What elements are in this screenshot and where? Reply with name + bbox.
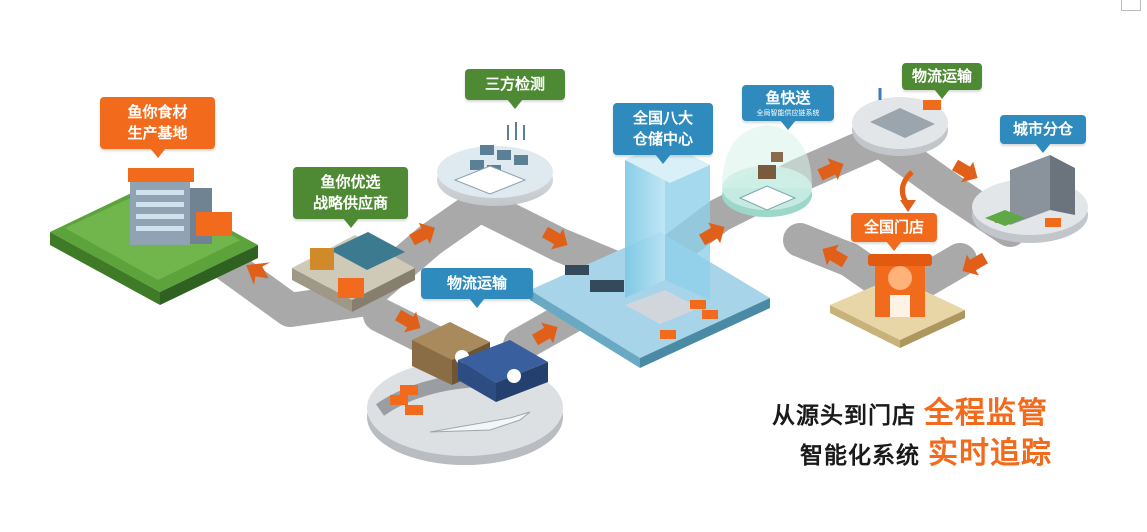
inspection-text: 三方检测 bbox=[484, 75, 545, 93]
logistics-label-1: 物流运输 bbox=[421, 268, 533, 308]
slogan-line-2: 智能化系统实时追踪 bbox=[800, 428, 1052, 472]
stores-text: 全国门店 bbox=[863, 218, 924, 236]
slogan-line-1: 从源头到门店全程监管 bbox=[772, 388, 1048, 432]
stores-label: 全国门店 bbox=[851, 213, 937, 251]
logistics-text-2: 物流运输 bbox=[911, 67, 972, 85]
express-text: 鱼快送 bbox=[765, 89, 811, 107]
supplier-platform bbox=[292, 232, 415, 312]
slogan-2-text: 智能化系统 bbox=[800, 443, 920, 469]
slogan-2-highlight: 实时追踪 bbox=[928, 436, 1052, 471]
supplier-text: 鱼你优选 战略供应商 bbox=[312, 173, 388, 212]
supplier-label: 鱼你优选 战略供应商 bbox=[293, 167, 408, 228]
city-warehouse-platform bbox=[972, 155, 1088, 243]
warehouse-text: 全国八大 仓储中心 bbox=[632, 109, 693, 148]
production-base-text: 鱼你食材 生产基地 bbox=[127, 103, 188, 142]
logistics-text-1: 物流运输 bbox=[446, 274, 507, 292]
stores-platform bbox=[830, 254, 965, 348]
warehouse-label: 全国八大 仓储中心 bbox=[613, 103, 713, 164]
inspection-disc bbox=[437, 122, 553, 206]
window-corner-icon[interactable] bbox=[1121, 0, 1141, 11]
flow-arrows bbox=[246, 158, 988, 346]
city-warehouse-label: 城市分仓 bbox=[1000, 115, 1086, 153]
base-building bbox=[128, 168, 232, 245]
logistics-hub-platform bbox=[852, 88, 948, 156]
slogan-1-highlight: 全程监管 bbox=[924, 396, 1048, 431]
express-label: 鱼快送 全局智能供应链系统 bbox=[742, 85, 834, 130]
city-warehouse-text: 城市分仓 bbox=[1012, 120, 1073, 138]
inspection-label: 三方检测 bbox=[465, 69, 565, 109]
logistics-disc bbox=[367, 322, 563, 465]
slogan-1-text: 从源头到门店 bbox=[772, 403, 916, 429]
express-disc bbox=[722, 125, 812, 217]
logistics-label-2: 物流运输 bbox=[902, 63, 982, 99]
production-base-label: 鱼你食材 生产基地 bbox=[100, 97, 215, 158]
express-subtext: 全局智能供应链系统 bbox=[756, 109, 820, 117]
